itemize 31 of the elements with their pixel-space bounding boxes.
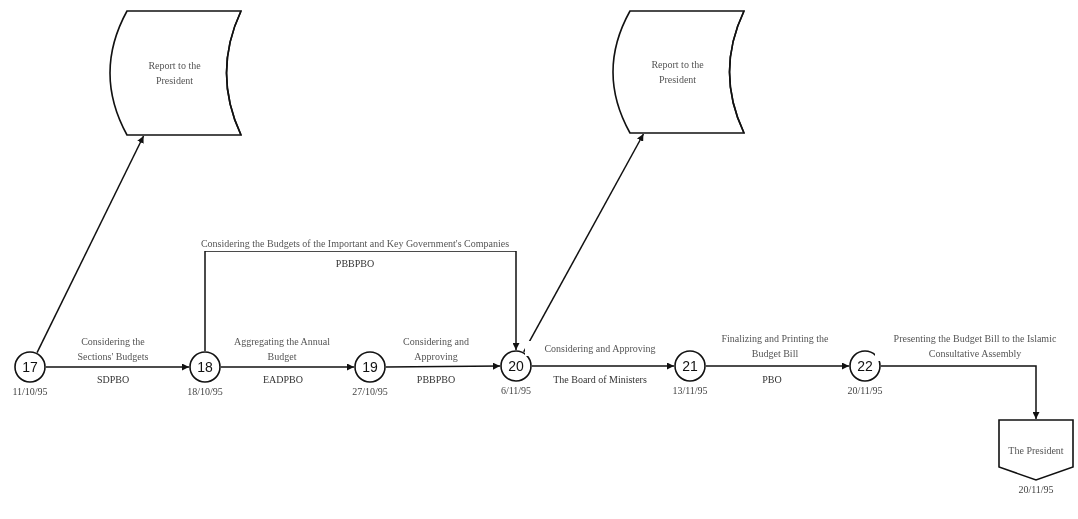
arrow — [531, 362, 675, 370]
arrow — [45, 363, 190, 371]
arrow — [220, 363, 355, 371]
event-number: 22 — [857, 356, 873, 376]
node-label: Report to the President — [147, 59, 202, 88]
event-number: 18 — [197, 357, 213, 377]
date-label: 20/11/95 — [1018, 484, 1054, 495]
node-label: The President — [1008, 443, 1064, 458]
event-number: 21 — [682, 356, 698, 376]
date-label: 13/11/95 — [672, 385, 708, 396]
arrow — [204, 250, 520, 352]
arrow — [705, 362, 850, 370]
date-label: 11/10/95 — [12, 386, 48, 397]
event-number: 19 — [362, 357, 378, 377]
arrow — [880, 365, 1040, 420]
agency-code: PBO — [762, 374, 782, 385]
date-label: 20/11/95 — [847, 385, 883, 396]
agency-code: EADPBO — [263, 374, 303, 385]
arrow — [385, 362, 501, 370]
agency-code: PBBPBO — [416, 374, 456, 385]
agency-code: The Board of Ministers — [553, 374, 647, 385]
date-label: 27/10/95 — [352, 386, 388, 397]
arrow — [36, 135, 145, 354]
arrow — [522, 133, 645, 353]
event-number: 20 — [508, 356, 524, 376]
date-label: 6/11/95 — [500, 385, 532, 396]
agency-code: SDPBO — [96, 374, 130, 385]
event-number: 17 — [22, 357, 38, 377]
date-label: 18/10/95 — [187, 386, 223, 397]
agency-code: PBBPBO — [335, 258, 375, 269]
node-label: Report to the President — [650, 58, 705, 87]
